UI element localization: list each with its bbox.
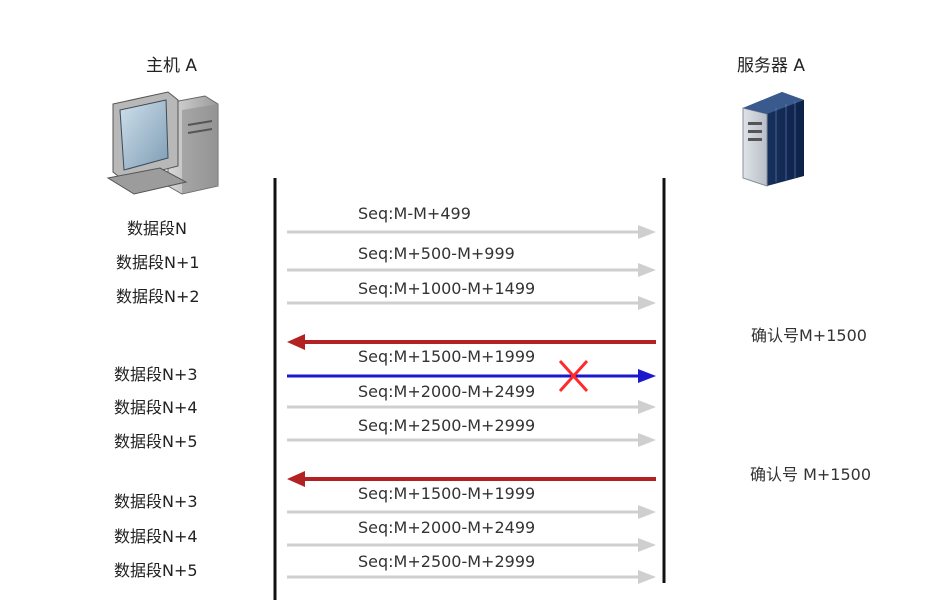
data-arrow <box>287 263 656 277</box>
segment-label: 数据段N+1 <box>116 253 200 272</box>
seq-label: Seq:M+2000-M+2499 <box>358 518 536 537</box>
data-arrow <box>287 433 656 447</box>
ack-label: 确认号 M+1500 <box>750 465 872 484</box>
seq-label: Seq:M+1500-M+1999 <box>358 347 536 366</box>
seq-label: Seq:M+1500-M+1999 <box>358 484 536 503</box>
data-arrow <box>287 225 656 239</box>
server-icon <box>742 92 804 187</box>
seq-label: Seq:M+2000-M+2499 <box>358 382 536 401</box>
seq-label: Seq:M+2500-M+2999 <box>358 552 536 571</box>
segment-label: 数据段N+2 <box>116 287 200 306</box>
seq-label: Seq:M+2500-M+2999 <box>358 416 536 435</box>
segment-label: 数据段N+5 <box>114 432 198 451</box>
segment-label: 数据段N+4 <box>114 527 198 546</box>
data-arrow <box>287 570 656 584</box>
ack-arrow <box>287 471 656 487</box>
lost-segment-arrow <box>287 369 656 383</box>
seq-label: Seq:M+1000-M+1499 <box>358 279 536 298</box>
segment-label: 数据段N+3 <box>114 365 198 384</box>
computer-icon <box>106 91 219 195</box>
segment-label: 数据段N+3 <box>114 492 198 511</box>
lost-x-icon <box>558 359 589 393</box>
seq-label: Seq:M-M+499 <box>358 204 471 223</box>
segment-label: 数据段N+5 <box>114 561 198 580</box>
segment-label: 数据段N <box>127 219 187 238</box>
segment-label: 数据段N+4 <box>114 398 198 417</box>
ack-arrow <box>287 334 656 350</box>
server-title: 服务器 A <box>737 56 806 76</box>
seq-label: Seq:M+500-M+999 <box>358 244 515 263</box>
data-arrow <box>287 400 656 414</box>
host-title: 主机 A <box>146 56 198 76</box>
ack-label: 确认号M+1500 <box>751 326 867 345</box>
data-arrow <box>287 505 656 519</box>
data-arrow <box>287 538 656 552</box>
data-arrow <box>287 296 656 310</box>
